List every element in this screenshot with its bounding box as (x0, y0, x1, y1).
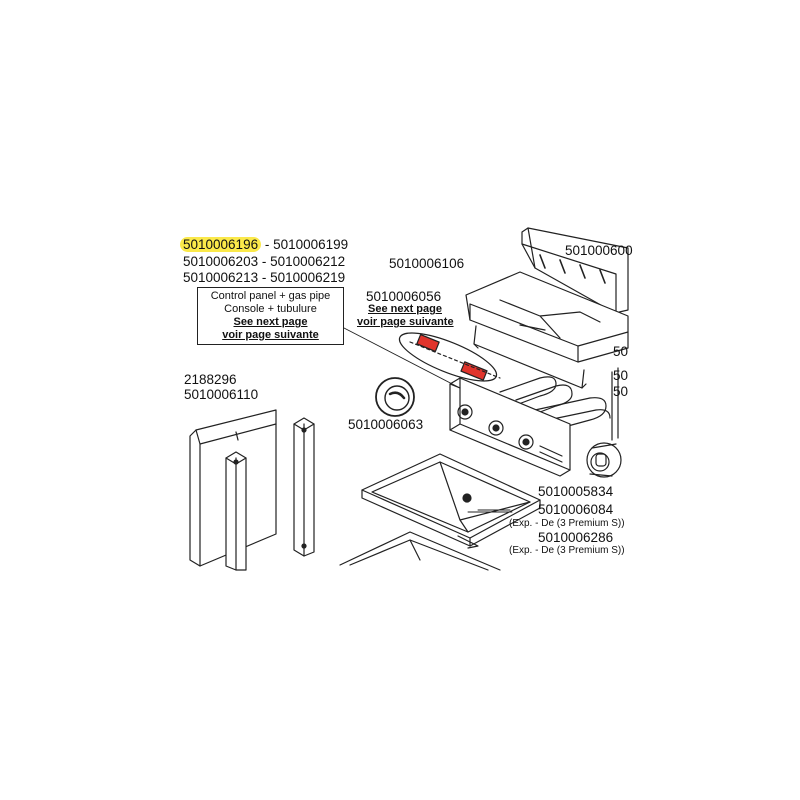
burner-part-number: 5010006056 (366, 289, 442, 304)
control-panel-numbers-row2: 5010006203 - 5010006212 (183, 254, 346, 269)
plate-part-number: 5010006106 (389, 256, 465, 271)
burner-manifold (398, 332, 501, 382)
drip-tray-part-number: 5010006084 (538, 502, 614, 517)
lower-tray-part-number: 5010006286 (538, 530, 614, 545)
highlighted-part-number[interactable]: 5010006196 (180, 237, 262, 252)
burner-voir-page-suivante-link[interactable]: voir page suivante (357, 316, 454, 328)
side-panel-part-number: 2188296 (184, 372, 237, 387)
part-number: 5010006199 (273, 237, 349, 252)
hood-part-number: 501000600 (565, 243, 633, 258)
burner-see-next-page-link[interactable]: See next page (368, 303, 442, 315)
ignitor-part-number: 5010005834 (538, 484, 614, 499)
control-panel (449, 377, 571, 477)
cut-label: 50 (613, 384, 629, 399)
ignitor (586, 442, 622, 478)
lower-tray (339, 531, 501, 571)
drip-tray (361, 453, 541, 549)
voir-page-suivante-link[interactable]: voir page suivante (222, 329, 319, 341)
note-line: Control panel + gas pipe (210, 290, 331, 302)
knob-part-number: 5010006063 (348, 417, 424, 432)
control-panel-note-box: Control panel + gas pipe Console + tubul… (197, 287, 344, 345)
cooking-plate (465, 271, 629, 389)
leg-right (293, 417, 315, 557)
leg-left (225, 451, 247, 571)
side-panel-part-number: 5010006110 (184, 387, 259, 402)
drip-tray-note: (Exp. - De (3 Premium S)) (509, 518, 625, 529)
lower-tray-note: (Exp. - De (3 Premium S)) (509, 545, 625, 556)
control-panel-numbers-row1: 5010006196 - 5010006199 (180, 237, 349, 253)
cut-label: 50 (613, 344, 629, 359)
knob (375, 377, 415, 417)
control-panel-numbers-row3: 5010006213 - 5010006219 (183, 270, 346, 285)
see-next-page-link[interactable]: See next page (233, 316, 308, 328)
grill-hood (521, 227, 629, 314)
note-line: Console + tubulure (224, 303, 317, 315)
cut-label: 50 (613, 368, 629, 383)
burner-tubes (499, 367, 619, 441)
